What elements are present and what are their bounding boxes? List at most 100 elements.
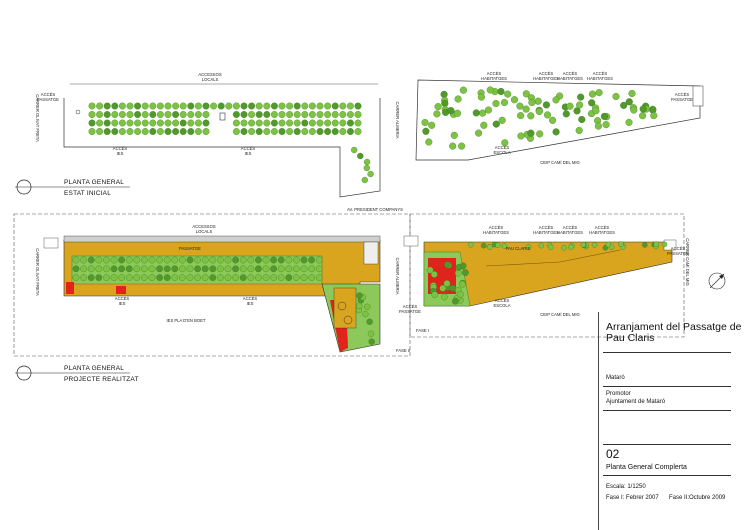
tree-canopy	[232, 256, 239, 264]
tree-canopy	[163, 274, 171, 281]
tree-canopy	[459, 86, 467, 94]
tree-canopy	[293, 119, 301, 127]
tree-canopy	[224, 265, 232, 273]
title-block: Arranjament del Passatge de Pau Claris M…	[598, 312, 750, 530]
tree-canopy	[217, 274, 224, 281]
fountain	[75, 109, 81, 115]
tree-canopy	[543, 111, 552, 119]
tree-canopy	[454, 95, 462, 103]
tree-canopy	[308, 274, 315, 281]
tree-canopy	[103, 102, 111, 110]
caption-estat-inicial: PLANTA GENERAL ESTAT INICIAL	[15, 179, 130, 197]
tree-canopy	[486, 86, 494, 94]
tree-grid-existing-left	[88, 102, 374, 184]
city: Mataró	[606, 375, 625, 381]
tree-canopy	[270, 265, 277, 273]
tree-canopy	[308, 265, 315, 273]
tree-canopy	[339, 128, 347, 135]
tree-canopy	[255, 111, 263, 118]
tree-canopy	[110, 274, 118, 281]
tree-canopy	[428, 121, 436, 129]
tree-canopy	[331, 102, 339, 110]
tree-canopy	[103, 274, 110, 281]
tree-canopy	[354, 119, 362, 127]
label-street-almeria-bottom: CARRER ALMERIA	[395, 258, 400, 295]
tree-canopy	[88, 111, 96, 118]
tree-canopy	[527, 112, 535, 120]
tree-canopy	[458, 142, 466, 150]
tree-canopy	[366, 318, 373, 325]
tree-canopy	[528, 98, 536, 107]
tree-canopy	[286, 119, 294, 127]
tree-canopy	[293, 274, 300, 281]
tree-canopy	[247, 256, 255, 264]
tree-canopy	[300, 274, 308, 281]
tree-canopy	[293, 111, 301, 118]
tree-canopy	[72, 274, 80, 281]
tree-canopy	[625, 118, 633, 126]
tree-canopy	[186, 274, 194, 281]
tree-canopy	[262, 256, 270, 264]
tree-canopy	[542, 101, 550, 109]
tree-canopy	[88, 119, 96, 127]
tree-canopy	[217, 256, 224, 264]
tree-canopy	[224, 256, 232, 264]
label-ies-name: IES PLA D'EN BOET	[167, 318, 206, 323]
tree-canopy	[141, 119, 149, 127]
caption-subtitle-bottom: PROJECTE REALITZAT	[64, 376, 139, 383]
tree-canopy	[262, 265, 270, 273]
tree-canopy	[156, 119, 164, 127]
tree-canopy	[239, 274, 247, 281]
tree-canopy	[573, 107, 581, 115]
fase-ii-boundary	[13, 213, 411, 357]
tree-canopy	[209, 256, 217, 264]
label-ceip-bottom: CEIP CAMÍ DEL MIG	[540, 312, 580, 317]
tree-canopy	[552, 128, 560, 136]
tree-canopy	[630, 106, 638, 114]
tree-canopy	[346, 102, 354, 110]
tree-canopy	[367, 170, 374, 178]
tree-canopy	[316, 102, 324, 110]
tree-canopy	[240, 102, 248, 110]
tree-canopy	[232, 128, 240, 135]
tree-canopy	[164, 119, 172, 127]
tree-canopy	[346, 128, 354, 135]
tree-canopy	[278, 111, 286, 118]
tree-canopy	[351, 146, 358, 154]
tree-canopy	[270, 274, 277, 281]
tree-canopy	[194, 265, 201, 273]
tree-canopy	[293, 102, 301, 110]
tree-canopy	[133, 265, 141, 273]
tree-canopy	[433, 110, 441, 118]
tree-canopy	[164, 102, 172, 110]
tree-canopy	[156, 102, 164, 110]
tree-canopy	[141, 265, 148, 273]
tree-canopy	[186, 265, 194, 273]
tree-canopy	[346, 119, 354, 127]
tree-canopy	[255, 128, 263, 135]
tree-canopy	[125, 265, 133, 273]
tree-canopy	[247, 274, 255, 281]
tree-canopy	[148, 274, 156, 281]
tree-canopy	[301, 119, 309, 127]
tree-canopy	[501, 243, 508, 249]
tree-canopy	[187, 128, 195, 135]
tree-canopy	[517, 112, 525, 120]
tree-canopy	[534, 97, 542, 105]
tree-canopy	[661, 241, 668, 248]
tree-canopy	[172, 111, 180, 118]
tree-canopy	[315, 265, 323, 273]
tree-canopy	[103, 111, 111, 118]
tree-canopy	[612, 92, 620, 101]
tree-canopy	[620, 101, 628, 109]
tree-canopy	[110, 256, 118, 264]
tree-canopy	[316, 119, 324, 127]
tree-canopy	[270, 119, 278, 127]
